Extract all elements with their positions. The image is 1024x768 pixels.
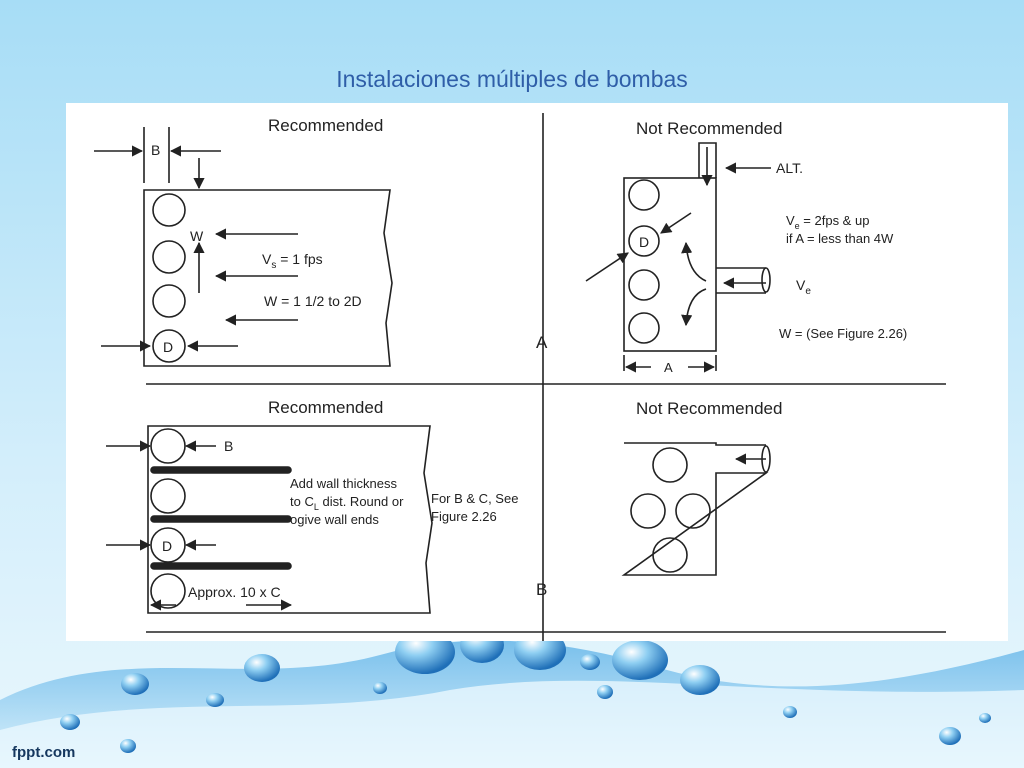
- heading-recommended-bottom: Recommended: [268, 398, 383, 417]
- label-w: W: [190, 228, 204, 244]
- pump-intake-diagram: Recommended B W Vs = 1 fps W = 1 1/2 to …: [94, 113, 946, 641]
- quadrant-a: [94, 127, 393, 367]
- wall-note-line1: Add wall thickness: [290, 476, 397, 491]
- w-figure-ref: W = (See Figure 2.26): [779, 326, 907, 341]
- wall-note-line3: ogive wall ends: [290, 512, 379, 527]
- heading-not-recommended-top: Not Recommended: [636, 119, 782, 138]
- axis-label-a: A: [536, 333, 548, 352]
- label-d-top-right: D: [639, 234, 649, 250]
- ve-condition: if A = less than 4W: [786, 231, 894, 246]
- ve-label: Ve: [796, 277, 811, 297]
- approx-length: Approx. 10 x C: [188, 584, 281, 600]
- footer-brand: fppt.com: [12, 744, 76, 761]
- label-alt: ALT.: [776, 160, 803, 176]
- axis-label-b: B: [536, 580, 547, 599]
- label-a-dim: A: [664, 360, 673, 375]
- wall-note-line2: to CL dist. Round or: [290, 494, 404, 512]
- figure-ref-line2: Figure 2.26: [431, 509, 497, 524]
- quadrant-b: [585, 142, 771, 373]
- diagram-panel: Recommended B W Vs = 1 fps W = 1 1/2 to …: [66, 103, 1008, 641]
- velocity-spec: Vs = 1 fps: [262, 251, 323, 271]
- ve-spec: Ve = 2fps & up: [786, 213, 869, 231]
- slide-title: Instalaciones múltiples de bombas: [336, 66, 688, 92]
- label-d-top-left: D: [163, 339, 173, 355]
- quadrant-d: [621, 442, 771, 576]
- heading-not-recommended-bottom: Not Recommended: [636, 399, 782, 418]
- label-b-bottom: B: [224, 438, 233, 454]
- label-d-bottom-left: D: [162, 538, 172, 554]
- label-b-top: B: [151, 142, 160, 158]
- diagram-labels: Recommended B W Vs = 1 fps W = 1 1/2 to …: [151, 116, 907, 600]
- figure-ref-line1: For B & C, See: [431, 491, 518, 506]
- w-spec: W = 1 1/2 to 2D: [264, 293, 362, 309]
- heading-recommended-top: Recommended: [268, 116, 383, 135]
- quadrant-c: [106, 425, 433, 614]
